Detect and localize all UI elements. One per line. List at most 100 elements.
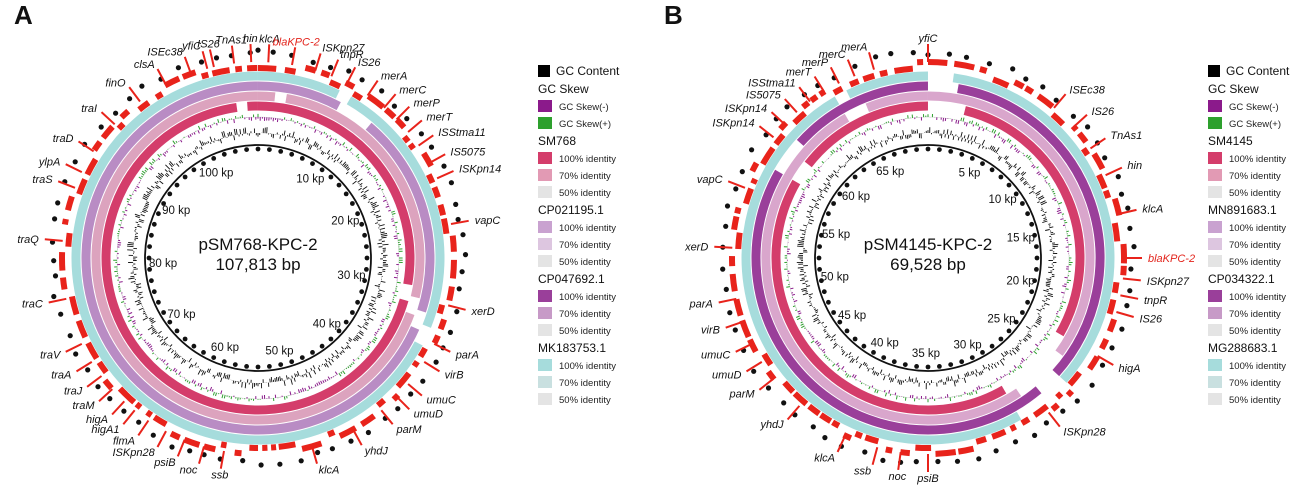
skew-tick xyxy=(330,138,332,141)
gc-tick xyxy=(322,364,323,365)
gc-tick xyxy=(882,141,883,142)
gene-pointer xyxy=(1106,168,1122,176)
skew-tick xyxy=(1056,313,1057,314)
backbone-tick xyxy=(278,362,283,367)
gc-tick xyxy=(1041,210,1043,211)
legend-title: SM768 xyxy=(538,134,576,148)
backbone-tick xyxy=(892,359,897,364)
skew-tick xyxy=(340,144,341,146)
gc-tick xyxy=(136,286,138,287)
gene-label: ISEc38 xyxy=(147,46,183,58)
skew-tick xyxy=(846,373,847,375)
skew-tick xyxy=(144,340,146,341)
gc-tick xyxy=(951,131,952,135)
skew-tick xyxy=(994,130,996,133)
legend-swatch xyxy=(538,238,552,250)
legend-swatch xyxy=(538,359,552,371)
gc-tick xyxy=(1047,295,1053,297)
gc-tick xyxy=(146,316,148,317)
skew-tick xyxy=(392,213,395,214)
gc-tick xyxy=(375,285,380,286)
gc-tick xyxy=(228,133,229,136)
backbone-tick xyxy=(999,175,1004,180)
skew-tick xyxy=(358,358,360,360)
skew-tick xyxy=(790,229,792,230)
gc-tick xyxy=(286,375,287,379)
cds-block xyxy=(935,452,955,454)
skew-tick xyxy=(1045,177,1048,179)
gc-dot xyxy=(1090,383,1095,388)
gc-tick xyxy=(819,189,823,191)
skew-tick xyxy=(367,167,369,168)
gc-dot xyxy=(1119,192,1124,197)
gc-tick xyxy=(810,216,813,217)
gc-tick xyxy=(821,194,822,195)
skew-tick xyxy=(810,335,811,336)
gene-label: IS5075 xyxy=(450,146,486,158)
gc-tick xyxy=(378,274,382,275)
cds-block xyxy=(414,362,417,367)
skew-tick xyxy=(967,393,968,395)
gc-dot xyxy=(448,330,453,335)
backbone-tick xyxy=(359,289,364,294)
legend-swatch xyxy=(538,65,550,77)
cds-block xyxy=(435,336,439,344)
skew-tick xyxy=(163,360,165,363)
skew-tick xyxy=(142,173,144,175)
gc-tick xyxy=(166,344,167,345)
gc-tick xyxy=(210,142,211,144)
gc-tick xyxy=(1006,161,1008,163)
skew-tick xyxy=(361,355,362,356)
skew-tick xyxy=(994,134,996,137)
cds-block xyxy=(1102,339,1107,348)
backbone-tick xyxy=(822,289,827,294)
gc-tick xyxy=(320,146,322,149)
skew-tick xyxy=(792,214,794,215)
skew-tick xyxy=(1062,302,1066,303)
legend-title: GC Content xyxy=(1226,64,1290,78)
skew-tick xyxy=(120,227,123,228)
skew-tick xyxy=(1014,365,1016,368)
gc-tick xyxy=(841,347,842,348)
gc-tick xyxy=(802,278,805,279)
gene-pointer xyxy=(419,135,434,145)
backbone-tick xyxy=(1020,310,1025,315)
skew-tick xyxy=(389,310,391,311)
skew-tick xyxy=(163,154,166,157)
skew-tick xyxy=(387,316,390,317)
gc-tick xyxy=(179,356,181,358)
legend-swatch xyxy=(538,169,552,181)
gc-tick xyxy=(234,135,235,140)
legend-item: 100% identity xyxy=(559,223,616,234)
cds-block xyxy=(803,103,809,107)
gc-dot xyxy=(169,444,174,449)
gc-tick xyxy=(292,376,293,379)
gc-dot xyxy=(911,50,916,55)
skew-tick xyxy=(333,139,334,140)
gene-label: parM xyxy=(396,424,423,436)
gc-tick xyxy=(948,135,949,139)
skew-tick xyxy=(224,395,225,398)
gc-tick xyxy=(807,211,812,213)
gc-tick xyxy=(150,191,152,192)
backbone-tick xyxy=(1025,300,1030,305)
gc-dot xyxy=(1131,244,1136,249)
gc-dot xyxy=(955,459,960,464)
gc-tick xyxy=(971,136,973,141)
gc-tick xyxy=(233,381,234,384)
gc-tick xyxy=(1010,353,1012,356)
skew-tick xyxy=(797,206,799,207)
gc-tick xyxy=(144,206,148,208)
gc-tick xyxy=(847,162,848,163)
skew-tick xyxy=(1055,320,1059,322)
skew-tick xyxy=(889,390,890,393)
gc-tick xyxy=(968,372,970,376)
cds-block xyxy=(736,299,740,315)
gene-pointer xyxy=(232,46,234,64)
skew-tick xyxy=(843,145,844,146)
skew-tick xyxy=(124,214,127,215)
skew-tick xyxy=(134,190,136,191)
gc-tick xyxy=(244,129,245,134)
backbone-tick xyxy=(914,364,919,369)
legend-swatch xyxy=(1208,186,1222,198)
